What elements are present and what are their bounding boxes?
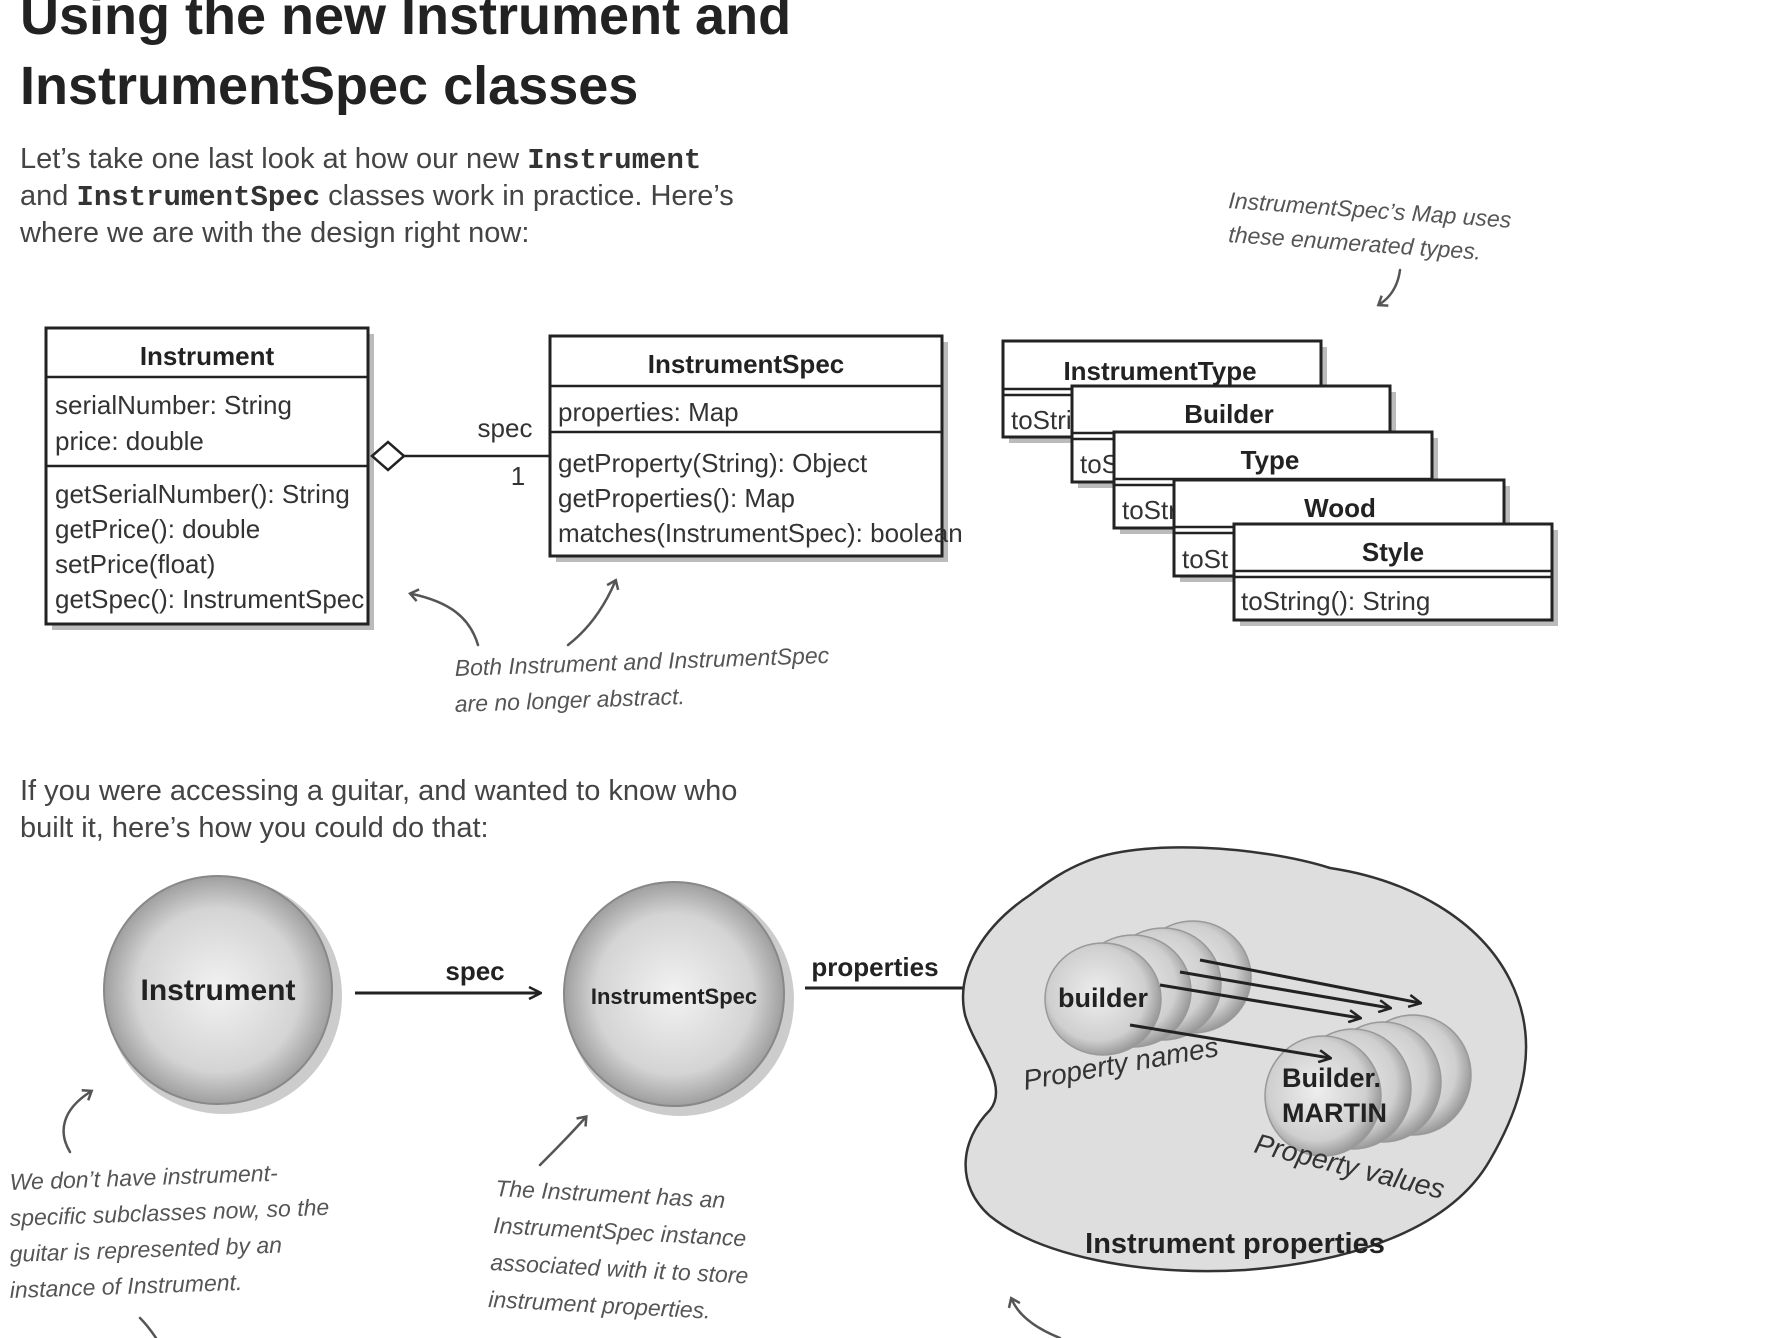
- mapping-arrow: [1129, 1023, 1330, 1058]
- note-instrument-instance: We don’t have instrument- specific subcl…: [9, 1088, 330, 1338]
- intro-text: and: [20, 180, 76, 212]
- note-not-abstract: Both Instrument and InstrumentSpec are n…: [408, 578, 830, 717]
- property-value-line: Builder.: [1282, 1063, 1381, 1093]
- uml-enum-style: Style toString(): String: [1232, 522, 1558, 626]
- note-line: Both Instrument and InstrumentSpec: [454, 642, 830, 681]
- class-method: getProperty(String): Object: [558, 448, 868, 478]
- note-line: The Instrument has an: [495, 1175, 726, 1213]
- mapping-arrow: [1179, 970, 1390, 1008]
- note-arrow: [62, 1088, 94, 1154]
- property-value-stack: Builder. MARTIN: [1264, 1014, 1472, 1157]
- page-title-line-1: Using the new Instrument and: [20, 0, 791, 46]
- property-name: builder: [1058, 983, 1148, 1013]
- intro-text: classes work in practice. Here’s: [320, 180, 734, 212]
- class-name: InstrumentSpec: [648, 349, 845, 379]
- enum-method: toString(): String: [1241, 586, 1430, 616]
- association-multiplicity: 1: [511, 461, 525, 491]
- uml-association: spec 1: [370, 413, 550, 491]
- enum-method-peek: toSt: [1182, 544, 1229, 574]
- association-role: spec: [478, 413, 533, 443]
- intro-line-2: and InstrumentSpec classes work in pract…: [20, 180, 734, 214]
- class-method: setPrice(float): [55, 549, 215, 579]
- class-method: getProperties(): Map: [558, 483, 795, 513]
- class-attribute: properties: Map: [558, 397, 739, 427]
- intro-code-instrument: Instrument: [527, 144, 701, 177]
- note-spec-instance: The Instrument has an InstrumentSpec ins…: [488, 1114, 749, 1324]
- properties-arrow-label: properties: [811, 952, 938, 982]
- note-line: instance of Instrument.: [9, 1269, 242, 1303]
- aggregation-diamond: [370, 440, 406, 472]
- class-method: getSpec(): InstrumentSpec: [55, 584, 364, 614]
- spec-arrow-label: spec: [445, 956, 504, 986]
- question-line-2: built it, here’s how you could do that:: [20, 812, 489, 844]
- note-line: are no longer abstract.: [454, 683, 685, 717]
- uml-enum-stack: InstrumentType toStri Builder toS Type t…: [1001, 339, 1558, 626]
- class-method: getPrice(): double: [55, 514, 260, 544]
- object-label: InstrumentSpec: [591, 984, 757, 1009]
- note-line: InstrumentSpec instance: [493, 1212, 747, 1251]
- uml-class-instrument: Instrument serialNumber: String price: d…: [44, 326, 374, 630]
- enum-name: Builder: [1184, 399, 1274, 429]
- intro-text: Let’s take one last look at how our new: [20, 143, 527, 175]
- class-attribute: price: double: [55, 426, 204, 456]
- question-line-1: If you were accessing a guitar, and want…: [20, 775, 737, 807]
- class-attribute: serialNumber: String: [55, 390, 292, 420]
- note-line: associated with it to store: [490, 1249, 749, 1288]
- note-enumerated-types: InstrumentSpec’s Map uses these enumerat…: [1228, 187, 1513, 307]
- note-stroke: [138, 1316, 158, 1338]
- enum-name: Style: [1362, 537, 1424, 567]
- enum-name: Type: [1241, 445, 1300, 475]
- note-line: guitar is represented by an: [9, 1232, 282, 1267]
- property-value-line: MARTIN: [1282, 1098, 1387, 1128]
- note-arrow: [1376, 268, 1402, 307]
- mapping-arrow: [1159, 983, 1360, 1018]
- object-label: Instrument: [140, 974, 295, 1007]
- note-arrow-properties: [1007, 1296, 1062, 1338]
- intro-line-3: where we are with the design right now:: [19, 217, 529, 249]
- class-method: getSerialNumber(): String: [55, 479, 350, 509]
- note-arrow: [566, 578, 620, 647]
- class-method: matches(InstrumentSpec): boolean: [558, 518, 963, 548]
- enum-name: InstrumentType: [1063, 356, 1256, 386]
- note-line: We don’t have instrument-: [9, 1160, 278, 1195]
- instrument-properties-map: builder Builder. MARTIN Property names P…: [961, 846, 1528, 1273]
- enum-method-peek: toStri: [1011, 405, 1072, 435]
- enum-name: Wood: [1304, 493, 1376, 523]
- note-line: instrument properties.: [488, 1286, 711, 1324]
- property-name-stack: builder: [1044, 920, 1252, 1056]
- object-instrument: Instrument: [103, 875, 342, 1114]
- map-title: Instrument properties: [1085, 1228, 1385, 1260]
- note-arrow: [538, 1114, 588, 1167]
- enum-method-peek: toStr: [1122, 495, 1177, 525]
- mapping-arrow: [1199, 958, 1420, 1003]
- note-arrow: [408, 588, 480, 647]
- page-title-line-2: InstrumentSpec classes: [20, 56, 638, 116]
- class-name: Instrument: [140, 341, 275, 371]
- object-instrumentspec: InstrumentSpec: [563, 881, 794, 1116]
- note-line: specific subclasses now, so the: [9, 1194, 329, 1231]
- intro-code-instrumentspec: InstrumentSpec: [76, 181, 320, 214]
- intro-line-1: Let’s take one last look at how our new …: [20, 143, 701, 177]
- uml-class-instrumentspec: InstrumentSpec properties: Map getProper…: [548, 334, 963, 562]
